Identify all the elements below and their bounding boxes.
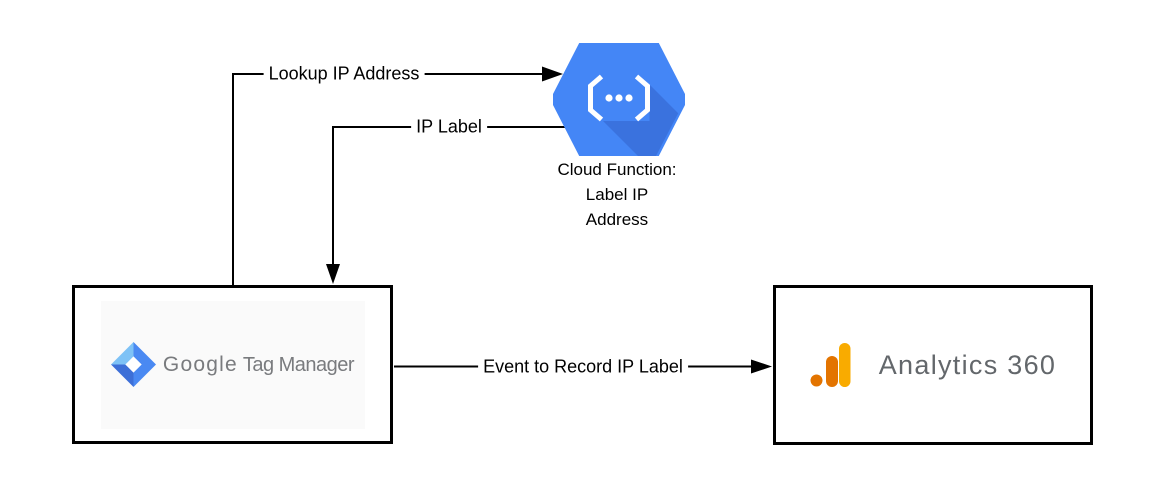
- edge-lookup-arrowhead-icon: [542, 66, 563, 82]
- cloud-function-left-bracket: [588, 74, 604, 122]
- edge-ip-label-arrowhead-icon: [326, 264, 340, 284]
- cloud-function-caption-line1: Cloud Function:: [557, 160, 677, 179]
- cloud-function-caption: Cloud Function: Label IP Address: [557, 157, 676, 232]
- gtm-diamond-icon: [110, 342, 156, 387]
- cloud-function-hexagon-shadow: [603, 84, 679, 156]
- gtm-wordmark: Google Tag Manager: [162, 352, 355, 377]
- gtm-diamond-blue-facet: [133, 342, 156, 387]
- cloud-function-right-bracket: [634, 74, 650, 122]
- cloud-function-icon: [553, 43, 685, 156]
- cloud-function-dot-3: [625, 94, 633, 102]
- analytics-mid-bar: [825, 356, 838, 387]
- gtm-diamond-light-facet: [110, 342, 134, 365]
- cloud-function-dot-2: [615, 94, 623, 102]
- analytics-wordmark: Analytics 360: [878, 349, 1057, 380]
- edge-event-arrowhead-icon: [751, 359, 772, 374]
- node-analytics-360: Analytics 360: [773, 285, 1093, 445]
- gtm-diamond-dark-facet: [110, 364, 134, 387]
- cloud-function-dot-1: [605, 94, 613, 102]
- edge-label-ip-label: IP Label: [411, 115, 487, 139]
- gtm-wordmark-google: Google: [162, 352, 238, 376]
- edge-label-lookup-ip-address: Lookup IP Address: [263, 62, 425, 86]
- edge-lookup-ip-address-line: [232, 73, 546, 285]
- analytics-tall-bar: [838, 343, 851, 387]
- edge-label-event-to-record-ip-label: Event to Record IP Label: [478, 355, 688, 379]
- edge-ip-label-line: [332, 126, 567, 266]
- gtm-logo: Google Tag Manager: [100, 300, 365, 429]
- analytics-dot: [810, 374, 823, 387]
- cloud-function-caption-line2: Label IP: [585, 185, 649, 204]
- analytics-bars-icon: [810, 343, 851, 387]
- cloud-function-caption-line3: Address: [585, 210, 649, 229]
- gtm-wordmark-tag-manager: Tag Manager: [242, 353, 355, 376]
- node-google-tag-manager: Google Tag Manager: [72, 285, 393, 444]
- edge-ip-label: [326, 126, 567, 284]
- edge-lookup-ip-address: [232, 66, 563, 285]
- analytics-logo: Analytics 360: [810, 343, 1057, 387]
